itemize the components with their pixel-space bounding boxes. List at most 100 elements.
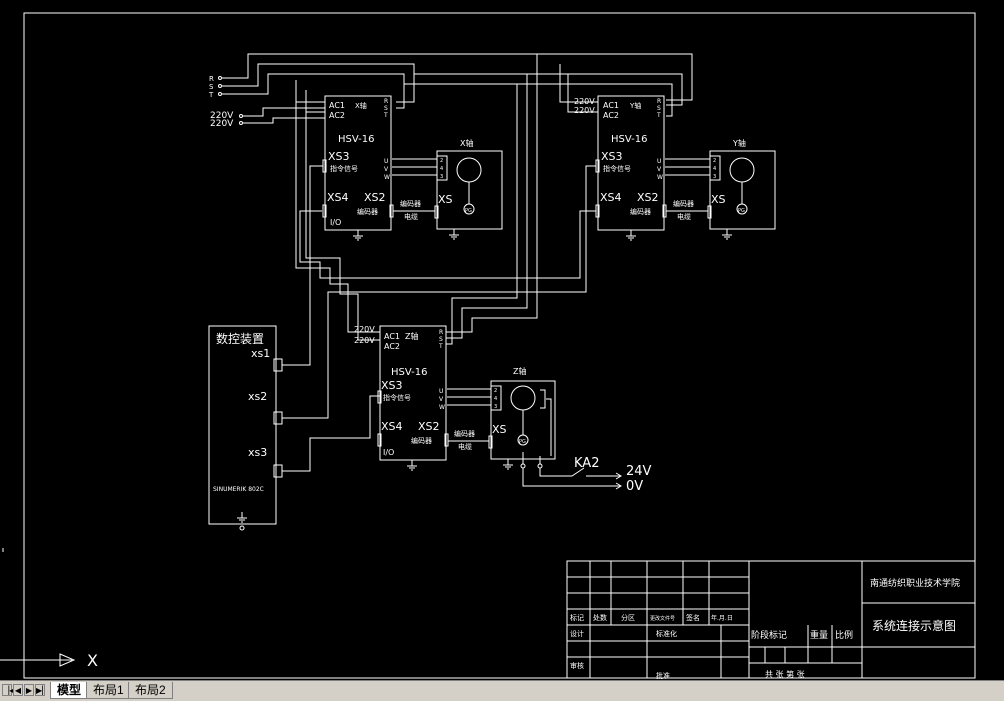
tab-model[interactable]: 模型 — [50, 682, 89, 699]
z-motor-pg: PG — [519, 439, 526, 445]
z-drive-s: S — [439, 336, 443, 343]
signal-wiring — [282, 165, 596, 472]
z-drive-w: W — [439, 404, 445, 411]
x-drive-ac2: AC2 — [329, 111, 345, 120]
y-motor-pin2: 2 — [713, 158, 716, 164]
x-motor-pg: PG — [465, 208, 472, 214]
y-drive-xs4: XS4 — [600, 191, 622, 204]
tb-scale: 比例 — [835, 629, 853, 641]
z-drive-xs3: XS3 — [381, 379, 403, 392]
y-drive-ac1: AC1 — [603, 101, 619, 110]
z-motor-pin4: 4 — [494, 396, 497, 402]
tb-design: 设计 — [570, 629, 584, 638]
y-drive-v: V — [657, 166, 662, 173]
z-axis-drive[interactable]: 220V 220V AC1 AC2 Z轴 R S T HSV-16 XS3 指令… — [354, 325, 449, 471]
z-motor-xs: XS — [492, 423, 507, 436]
x-motor-pin2: 2 — [440, 158, 443, 164]
x-motor-pin4: 4 — [440, 166, 443, 172]
z-motor-axis-label: Z轴 — [513, 366, 526, 376]
tb-mark: 标记 — [570, 613, 584, 622]
x-drive-io: I/O — [330, 218, 341, 227]
y-drive-model: HSV-16 — [611, 134, 647, 145]
y-drive-s: S — [657, 105, 661, 112]
cnc-xs2: xs2 — [248, 390, 267, 403]
z-drive-r: R — [439, 329, 443, 336]
y-drive-t: T — [656, 112, 661, 119]
cnc-xs3: xs3 — [248, 446, 267, 459]
z-drive-t: T — [438, 343, 443, 350]
phase-r-label: R — [209, 75, 214, 83]
x-cable-top: 编码器 — [400, 199, 421, 208]
y-drive-w: W — [657, 174, 663, 181]
cnc-unit[interactable]: 数控装置 xs1 xs2 xs3 SINUMERIK 802C — [208, 325, 283, 531]
tb-stage: 阶段标记 — [751, 629, 787, 641]
y-motor-xs: XS — [711, 193, 726, 206]
prev-tab-button[interactable]: ◀ — [13, 684, 23, 696]
z-drive-cmd: 指令信号 — [383, 393, 411, 402]
tab-layout1[interactable]: 布局1 — [86, 682, 131, 699]
power-wiring — [222, 53, 693, 345]
z-drive-ac2: AC2 — [384, 342, 400, 351]
z-drive-xs2: XS2 — [418, 420, 440, 433]
z-drive-axis-label: Z轴 — [405, 331, 418, 341]
x-drive-r: R — [384, 98, 388, 105]
z-drive-v220-2: 220V — [354, 336, 375, 345]
tb-approve: 批准 — [656, 671, 670, 680]
tb-count: 处数 — [593, 613, 607, 622]
x-drive-model: HSV-16 — [338, 134, 374, 145]
y-drive-xs2: XS2 — [637, 191, 659, 204]
cnc-xs1: xs1 — [251, 347, 270, 360]
tb-sheets: 共 张 第 张 — [765, 669, 805, 679]
last-tab-button[interactable]: ▶▏ — [35, 684, 49, 696]
ucs-icon: X — [0, 548, 98, 670]
v220-label-1: 220V — [210, 111, 234, 121]
y-cable-top: 编码器 — [673, 199, 694, 208]
first-tab-button[interactable]: ▕◀ — [2, 684, 16, 696]
z-drive-xs4: XS4 — [381, 420, 403, 433]
title-block: 标记 处数 分区 更改文件号 签名 年.月.日 设计 标准化 阶段标记 重量 比… — [566, 560, 976, 680]
z-cable-top: 编码器 — [454, 429, 475, 438]
phase-t-label: T — [208, 91, 214, 99]
x-drive-v: V — [384, 166, 389, 173]
next-tab-button[interactable]: ▶ — [24, 684, 34, 696]
z-drive-v220-1: 220V — [354, 325, 375, 334]
y-motor[interactable]: Y轴 PG 2 4 3 XS 编码器 电缆 — [665, 138, 776, 240]
z-motor[interactable]: Z轴 PG 2 4 3 XS 编码器 电缆 — [447, 366, 556, 470]
y-drive-v220-1: 220V — [574, 97, 595, 106]
z-drive-model: HSV-16 — [391, 367, 427, 378]
z-motor-pin3: 3 — [494, 404, 497, 410]
x-drive-u: U — [384, 158, 388, 165]
y-axis-drive[interactable]: 220V 220V AC1 AC2 Y轴 R S T HSV-16 XS3 指令… — [574, 95, 667, 241]
cad-drawing-canvas[interactable]: R S T 220V 220V AC1 AC2 X轴 R S T HSV-16 — [0, 0, 1004, 680]
tb-zone: 分区 — [621, 613, 635, 622]
phase-s-label: S — [209, 83, 214, 91]
x-drive-cmd: 指令信号 — [330, 164, 358, 173]
tb-sign: 签名 — [686, 613, 700, 622]
x-cable-bottom: 电缆 — [404, 212, 418, 221]
y-drive-v220-2: 220V — [574, 106, 595, 115]
drawing-frame — [23, 12, 976, 679]
x-drive-axis-label: X轴 — [355, 101, 367, 110]
z-drive-u: U — [439, 388, 443, 395]
x-drive-xs2: XS2 — [364, 191, 386, 204]
z-cable-bottom: 电缆 — [458, 442, 472, 451]
tb-review: 审核 — [570, 661, 584, 670]
x-axis-drive[interactable]: AC1 AC2 X轴 R S T HSV-16 XS3 指令信号 U V W X… — [322, 95, 394, 241]
cnc-model: SINUMERIK 802C — [213, 486, 264, 493]
x-drive-w: W — [384, 174, 390, 181]
tb-school: 南通纺织职业技术学院 — [870, 577, 960, 589]
brake-circuit: KA2 24V 0V — [520, 452, 652, 494]
z-drive-ac1: AC1 — [384, 332, 400, 341]
z-drive-io: I/O — [383, 448, 394, 457]
x-motor[interactable]: X轴 PG 2 4 3 XS 编码器 电缆 — [392, 138, 503, 240]
ka2-label: KA2 — [574, 456, 599, 471]
layout-tab-bar: ▕◀ ◀ ▶ ▶▏ 模型 布局1 布局2 — [0, 680, 1004, 701]
cnc-title: 数控装置 — [216, 331, 264, 346]
x-drive-s: S — [384, 105, 388, 112]
z-drive-encoder: 编码器 — [411, 436, 432, 445]
y-drive-cmd: 指令信号 — [603, 164, 631, 173]
y-drive-xs3: XS3 — [601, 150, 623, 163]
y-cable-bottom: 电缆 — [677, 212, 691, 221]
tab-layout2[interactable]: 布局2 — [128, 682, 173, 699]
y-motor-axis-label: Y轴 — [732, 138, 746, 148]
